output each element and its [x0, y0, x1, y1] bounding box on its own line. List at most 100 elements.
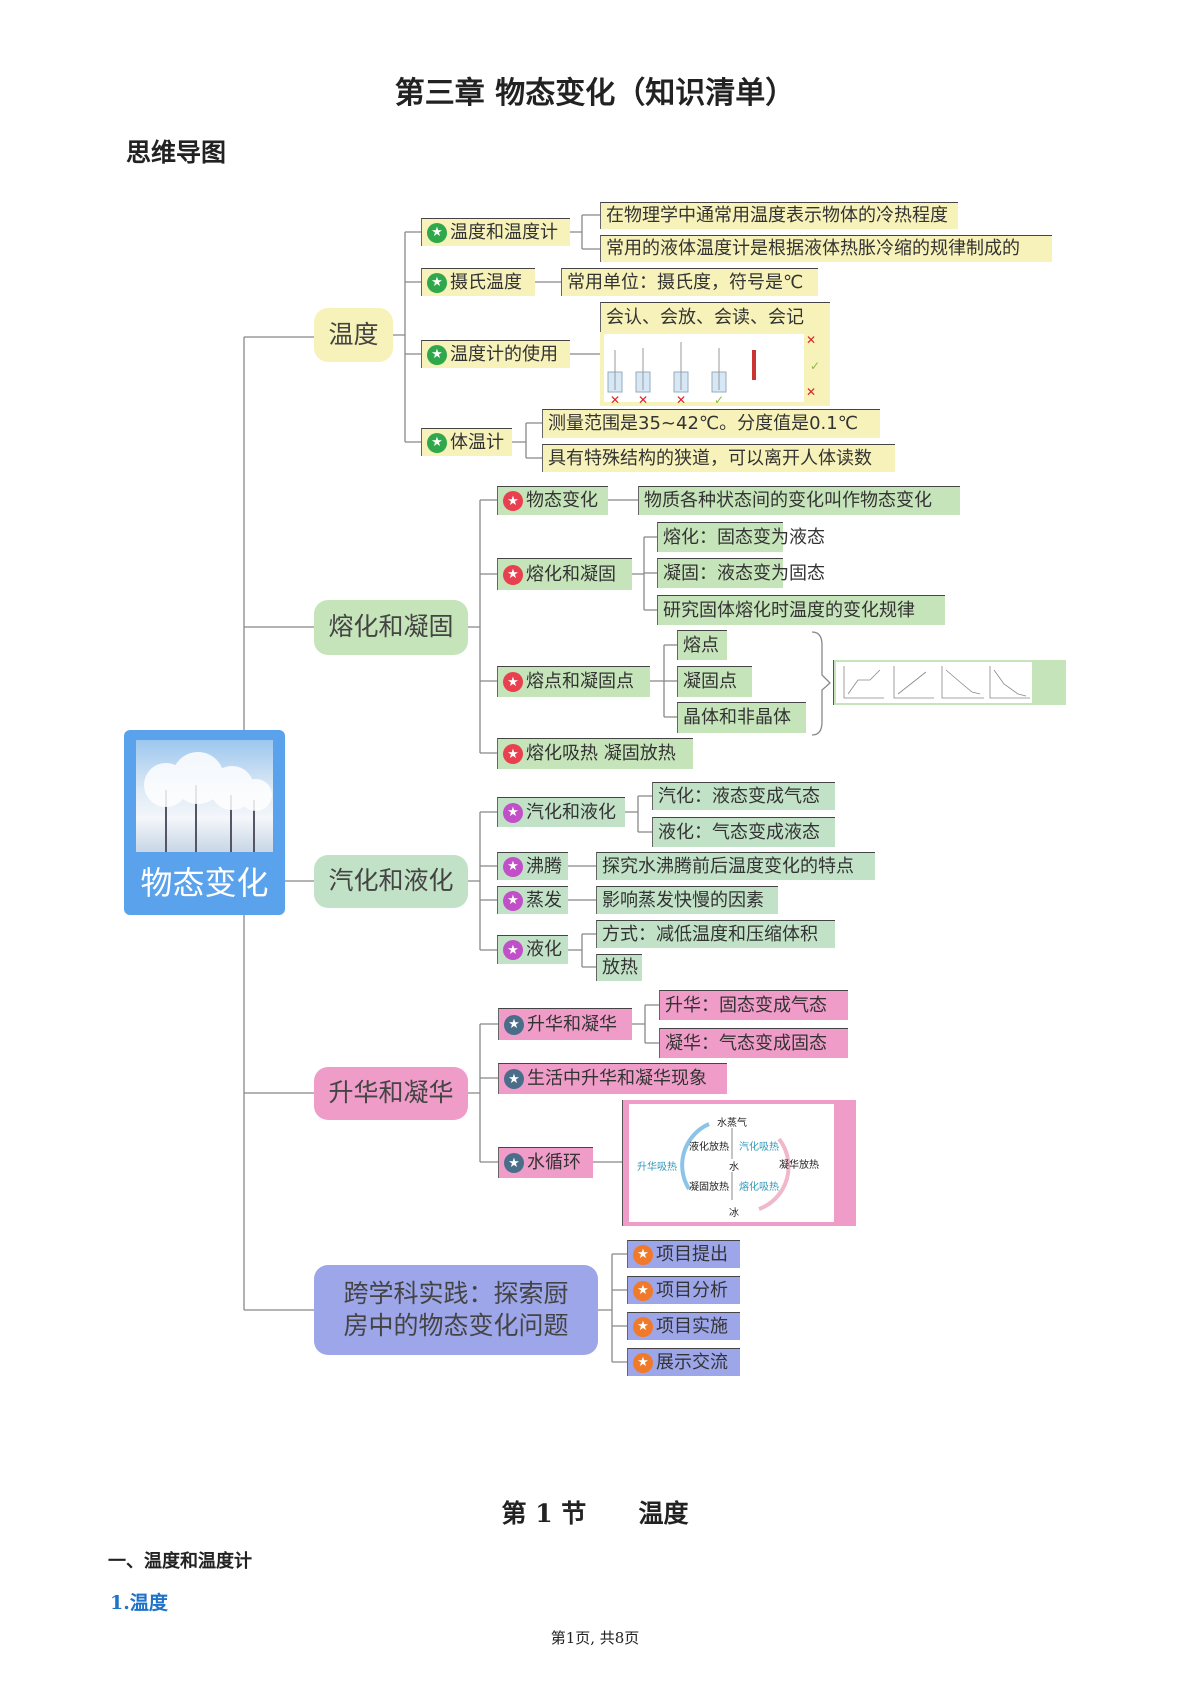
leaf: 凝华：气态变成固态 [659, 1028, 848, 1058]
leaf: 升华：固态变成气态 [659, 990, 848, 1020]
label-sublimate: 升华吸热 [637, 1162, 677, 1173]
leaf: 研究固体熔化时温度的变化规律 [657, 595, 945, 625]
svg-text:✓: ✓ [810, 359, 820, 373]
page-footer: 第1页, 共8页 [550, 1629, 640, 1647]
melting-curves-image [833, 660, 1066, 705]
node-thermometer-use[interactable]: ★温度计的使用 [421, 340, 570, 368]
svg-text:✓: ✓ [714, 393, 724, 406]
trees-icon [144, 752, 272, 852]
node-project-proposal[interactable]: ★项目提出 [627, 1240, 740, 1268]
node-label: 物态变化 [526, 490, 598, 511]
star-icon: ★ [504, 1069, 524, 1089]
branch-practice[interactable]: 跨学科实践：探索厨房中的物态变化问题 [314, 1265, 598, 1355]
svg-text:✕: ✕ [610, 393, 620, 406]
label-ice: 冰 [729, 1208, 739, 1219]
star-icon: ★ [427, 432, 447, 453]
leaf: 常用的液体温度计是根据液体热胀冷缩的规律制成的 [600, 235, 1052, 262]
branch-sublimation[interactable]: 升华和凝华 [314, 1067, 468, 1120]
root-node[interactable]: 物态变化 [124, 730, 285, 915]
node-label: 展示交流 [656, 1351, 728, 1373]
cycle-arrows-icon [680, 1122, 791, 1211]
leaf: 凝固点 [677, 666, 752, 697]
star-icon: ★ [633, 1280, 653, 1301]
node-label: 项目实施 [656, 1315, 728, 1337]
leaf: 晶体和非晶体 [677, 702, 806, 733]
star-icon: ★ [503, 744, 523, 764]
leaf: 常用单位：摄氏度，符号是℃ [561, 268, 818, 296]
leaf: 在物理学中通常用温度表示物体的冷热程度 [600, 202, 958, 229]
svg-text:✕: ✕ [806, 385, 816, 399]
leaf: 方式：减低温度和压缩体积 [596, 920, 835, 948]
melting-curves-icon [836, 662, 1032, 703]
node-label: 熔点和凝固点 [526, 671, 634, 692]
leaf: 测量范围是35~42℃。分度值是0.1℃ [542, 409, 880, 438]
star-icon: ★ [504, 1014, 524, 1035]
star-icon: ★ [427, 344, 447, 365]
node-label: 汽化和液化 [526, 801, 616, 823]
thermometer-usage-icon: ✕✕✕✕✕✓✓ [604, 333, 820, 407]
star-icon: ★ [503, 672, 523, 692]
star-icon: ★ [503, 940, 523, 960]
mindmap-heading: 思维导图 [126, 138, 227, 167]
node-heat-transfer[interactable]: ★熔化吸热 凝固放热 [497, 738, 693, 769]
node-state-change[interactable]: ★物态变化 [497, 486, 608, 515]
star-icon: ★ [503, 890, 523, 911]
label-water: 水 [729, 1162, 739, 1173]
node-project-implementation[interactable]: ★项目实施 [627, 1312, 740, 1340]
label-deposit: 凝华放热 [779, 1160, 819, 1171]
frosted-trees-image [136, 740, 273, 852]
node-label: 体温计 [450, 431, 504, 453]
star-icon: ★ [633, 1352, 653, 1373]
leaf: 凝固：液态变为固态 [657, 558, 825, 588]
node-melting-point[interactable]: ★熔点和凝固点 [497, 666, 650, 697]
star-icon: ★ [503, 564, 523, 585]
star-icon: ★ [504, 1153, 524, 1173]
node-label: 温度和温度计 [450, 221, 558, 243]
node-sublimation-deposition[interactable]: ★升华和凝华 [498, 1008, 632, 1040]
leaf: 会认、会放、会读、会记 [600, 302, 830, 332]
leaf: 影响蒸发快慢的因素 [596, 886, 778, 914]
node-label: 项目提出 [656, 1243, 728, 1265]
leaf: 熔点 [677, 630, 727, 660]
thermometer-usage-image: ✕✕✕✕✕✓✓ [600, 332, 830, 407]
star-icon: ★ [633, 1316, 653, 1337]
svg-text:✕: ✕ [676, 393, 686, 406]
node-project-analysis[interactable]: ★项目分析 [627, 1276, 740, 1304]
node-boiling[interactable]: ★沸腾 [497, 852, 568, 880]
node-label: 水循环 [527, 1152, 581, 1173]
node-water-cycle[interactable]: ★水循环 [498, 1147, 593, 1178]
mindmap-connectors [243, 214, 831, 1363]
branch-vaporization[interactable]: 汽化和液化 [314, 855, 468, 908]
node-label: 生活中升华和凝华现象 [527, 1068, 707, 1089]
root-label: 物态变化 [140, 864, 269, 902]
label-vapor: 水蒸气 [717, 1118, 747, 1129]
star-icon: ★ [633, 1244, 653, 1265]
node-thermometer[interactable]: ★温度和温度计 [421, 218, 570, 246]
star-icon: ★ [503, 491, 523, 511]
star-icon: ★ [427, 222, 447, 243]
water-cycle-diagram: 水蒸气 水 冰 液化放热 汽化吸热 升华吸热 凝华放热 凝固放热 熔化吸热 [622, 1100, 856, 1226]
star-icon: ★ [427, 272, 447, 293]
branch-temperature[interactable]: 温度 [314, 308, 393, 362]
node-daily-phenomena[interactable]: ★生活中升华和凝华现象 [498, 1063, 727, 1094]
section-subheading: 1.温度 [110, 1592, 168, 1614]
label-melt: 熔化吸热 [739, 1182, 779, 1193]
svg-text:✕: ✕ [806, 333, 816, 347]
leaf: 液化：气态变成液态 [652, 817, 835, 847]
section-title: 第 1 节 温度 [501, 1499, 689, 1528]
node-label: 熔化吸热 凝固放热 [526, 743, 676, 764]
leaf: 具有特殊结构的狭道，可以离开人体读数 [542, 444, 895, 472]
section-heading: 一、温度和温度计 [108, 1551, 252, 1572]
node-liquefaction[interactable]: ★液化 [497, 935, 568, 964]
node-label: 摄氏温度 [450, 271, 522, 293]
node-celsius[interactable]: ★摄氏温度 [421, 268, 535, 296]
node-evaporation[interactable]: ★蒸发 [497, 886, 568, 914]
page-title: 第三章 物态变化（知识清单） [394, 76, 796, 111]
node-melting-solidifying[interactable]: ★熔化和凝固 [497, 558, 632, 590]
star-icon: ★ [503, 802, 523, 823]
node-clinical-thermometer[interactable]: ★体温计 [421, 428, 512, 456]
branch-melting[interactable]: 熔化和凝固 [314, 600, 468, 655]
node-presentation[interactable]: ★展示交流 [627, 1348, 740, 1376]
node-vaporization-liquefaction[interactable]: ★汽化和液化 [497, 797, 625, 827]
node-label: 液化 [526, 939, 562, 960]
